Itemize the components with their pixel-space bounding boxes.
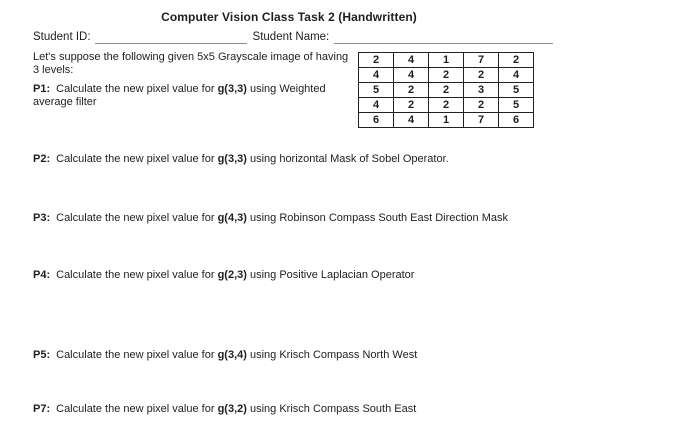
grid-cell: 6 [358, 112, 394, 128]
grid-cell: 2 [358, 52, 394, 68]
problem-p5: P5: Calculate the new pixel value for g(3… [33, 349, 673, 362]
problem-p7-target: g(3,2) [217, 403, 247, 415]
problem-p4-pre: Calculate the new pixel value for [56, 269, 215, 281]
problem-p5-target: g(3,4) [217, 349, 247, 361]
problem-p2-pre: Calculate the new pixel value for [56, 153, 215, 165]
grid-cell: 5 [358, 82, 394, 98]
student-id-label: Student ID: [33, 31, 91, 43]
grid-cell: 6 [498, 112, 534, 128]
problem-p2-id: P2: [33, 153, 51, 165]
problem-p3-id: P3: [33, 212, 51, 224]
grid-cell: 2 [498, 52, 534, 68]
grid-cell: 4 [498, 67, 534, 83]
problem-p7: P7: Calculate the new pixel value for g(3… [33, 403, 673, 416]
grid-cell: 2 [428, 82, 464, 98]
grid-cell: 4 [393, 112, 429, 128]
grid-cell: 5 [498, 97, 534, 113]
page-title: Computer Vision Class Task 2 (Handwritte… [161, 10, 417, 24]
grid-cell: 2 [393, 97, 429, 113]
grid-cell: 2 [428, 67, 464, 83]
problem-p4-target: g(2,3) [217, 269, 247, 281]
problem-p2: P2: Calculate the new pixel value for g(3… [33, 153, 673, 166]
problem-p1-pre: Calculate the new pixel value for [56, 83, 215, 95]
grid-cell: 4 [358, 67, 394, 83]
grid-cell: 7 [463, 112, 499, 128]
grid-cell: 4 [393, 67, 429, 83]
problem-p7-pre: Calculate the new pixel value for [56, 403, 215, 415]
problem-p3-post: using Robinson Compass South East Direct… [249, 212, 508, 224]
problem-p2-post: using horizontal Mask of Sobel Operator. [249, 153, 449, 165]
grid-cell: 1 [428, 112, 464, 128]
grid-cell: 3 [463, 82, 499, 98]
problem-p1-id: P1: [33, 83, 51, 95]
problem-p4-post: using Positive Laplacian Operator [249, 269, 415, 281]
student-info-row: Student ID: Student Name: [33, 30, 553, 44]
problem-p5-id: P5: [33, 349, 51, 361]
grid-cell: 7 [463, 52, 499, 68]
problem-p1-post: using Weighted average filter [33, 83, 326, 108]
grid-cell: 1 [428, 52, 464, 68]
problem-p3-target: g(4,3) [217, 212, 247, 224]
grid-cell: 2 [428, 97, 464, 113]
problem-p2-target: g(3,3) [217, 153, 247, 165]
problem-p4: P4: Calculate the new pixel value for g(2… [33, 269, 673, 282]
problem-p3: P3: Calculate the new pixel value for g(4… [33, 212, 673, 225]
problem-p5-pre: Calculate the new pixel value for [56, 349, 215, 361]
problem-p7-post: using Krisch Compass South East [249, 403, 417, 415]
grid-cell: 4 [393, 52, 429, 68]
student-name-blank-line [334, 30, 553, 44]
problem-p1-target: g(3,3) [217, 83, 247, 95]
problem-p1: P1: Calculate the new pixel value for g(3… [33, 83, 355, 109]
grid-cell: 4 [358, 97, 394, 113]
student-name-label: Student Name: [252, 31, 330, 43]
grid-cell: 2 [393, 82, 429, 98]
intro-text: Let's suppose the following given 5x5 Gr… [33, 51, 349, 76]
grid-cell: 2 [463, 67, 499, 83]
student-id-blank-line [94, 30, 247, 44]
problem-p4-id: P4: [33, 269, 51, 281]
problem-p5-post: using Krisch Compass North West [249, 349, 418, 361]
grid-cell: 5 [498, 82, 534, 98]
problem-p3-pre: Calculate the new pixel value for [56, 212, 215, 224]
grid-cell: 2 [463, 97, 499, 113]
problem-p7-id: P7: [33, 403, 51, 415]
